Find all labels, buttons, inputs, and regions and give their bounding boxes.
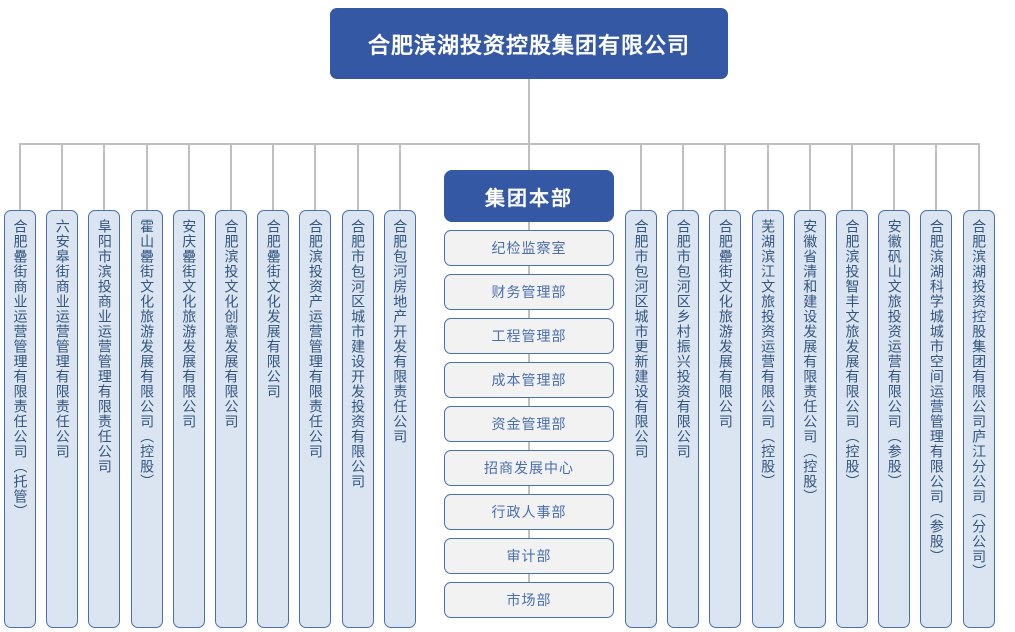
subsidiary-box[interactable]: 合肥罍街商业运营管理有限责任公司（托管）	[4, 210, 36, 628]
department-box[interactable]: 市场部	[444, 582, 614, 618]
department-box[interactable]: 财务管理部	[444, 274, 614, 310]
department-label: 财务管理部	[491, 284, 567, 300]
department-box[interactable]: 工程管理部	[444, 318, 614, 354]
subsidiary-drop-line	[314, 143, 317, 210]
subsidiary-box[interactable]: 安徽省清和建设发展有限责任公司（控股）	[793, 210, 826, 628]
subsidiary-drop-line	[724, 143, 727, 210]
subsidiary-label: 芜湖滨江文旅投资运营有限公司（控股）	[760, 219, 777, 489]
subsidiary-box[interactable]: 安徽矾山文旅投资运营有限公司（参股）	[878, 210, 911, 628]
subsidiary-box[interactable]: 合肥包河房地产开发有限责任公司	[383, 210, 416, 628]
subsidiary-label: 合肥滨投资产运营管理有限责任公司	[307, 219, 324, 459]
subsidiary-label: 安徽省清和建设发展有限责任公司（控股）	[802, 219, 819, 504]
subsidiary-label: 合肥滨投文化创意发展有限公司	[223, 219, 240, 429]
subsidiary-drop-line	[145, 143, 148, 210]
subsidiary-label: 霍山罍街文化旅游发展有限公司（控股）	[139, 219, 156, 489]
subsidiary-drop-line	[640, 143, 642, 210]
department-label: 资金管理部	[491, 416, 567, 432]
department-label: 市场部	[506, 592, 552, 608]
department-box[interactable]: 行政人事部	[444, 494, 614, 530]
subsidiary-label: 合肥市包河区乡村振兴投资有限公司	[675, 219, 692, 459]
subsidiary-label: 安庆罍街文化旅游发展有限公司	[181, 219, 198, 429]
subsidiary-label: 合肥罍街文化发展有限公司	[265, 219, 282, 399]
subsidiary-box[interactable]: 合肥罍街文化旅游发展有限公司	[709, 210, 742, 628]
subsidiary-drop-line	[977, 143, 980, 210]
subsidiary-box[interactable]: 合肥市包河区城市建设开发投资有限公司	[341, 210, 374, 628]
department-box[interactable]: 招商发展中心	[444, 450, 614, 486]
subsidiary-label: 合肥包河房地产开发有限责任公司	[392, 219, 409, 444]
subsidiary-drop-line	[935, 143, 938, 210]
department-label: 纪检监察室	[491, 240, 567, 256]
root-company-box[interactable]: 合肥滨湖投资控股集团有限公司	[330, 8, 728, 79]
subsidiary-box[interactable]: 霍山罍街文化旅游发展有限公司（控股）	[130, 210, 163, 628]
subsidiary-drop-line	[893, 143, 896, 210]
subsidiary-label: 合肥罍街文化旅游发展有限公司	[717, 219, 734, 429]
subsidiary-drop-line	[356, 143, 359, 210]
root-stem-line	[528, 79, 530, 143]
subsidiary-box[interactable]: 合肥滨湖科学城城市空间运营管理有限公司（参股）	[920, 210, 953, 628]
department-box[interactable]: 审计部	[444, 538, 614, 574]
subsidiary-box[interactable]: 合肥滨湖投资控股集团有限公司庐江分公司（分公司）	[962, 210, 995, 628]
subsidiary-drop-line	[272, 143, 275, 210]
horizontal-bus-line	[20, 143, 979, 145]
root-company-label: 合肥滨湖投资控股集团有限公司	[367, 32, 690, 58]
subsidiary-label: 合肥市包河区城市建设开发投资有限公司	[350, 219, 367, 489]
department-box[interactable]: 成本管理部	[444, 362, 614, 398]
department-label: 工程管理部	[491, 328, 567, 344]
subsidiary-box[interactable]: 安庆罍街文化旅游发展有限公司	[172, 210, 205, 628]
subsidiary-drop-line	[19, 143, 21, 210]
subsidiary-drop-line	[766, 143, 769, 210]
subsidiary-box[interactable]: 六安皋街商业运营管理有限责任公司	[46, 210, 79, 628]
subsidiary-box[interactable]: 合肥滨投资产运营管理有限责任公司	[299, 210, 332, 628]
department-label: 招商发展中心	[484, 460, 574, 476]
subsidiary-drop-line	[187, 143, 190, 210]
subsidiary-drop-line	[398, 143, 401, 210]
department-box[interactable]: 资金管理部	[444, 406, 614, 442]
subsidiary-label: 合肥滨投智丰文旅发展有限公司（控股）	[844, 219, 861, 489]
group-hq-header[interactable]: 集团本部	[444, 170, 614, 222]
group-hq-label: 集团本部	[485, 187, 573, 210]
subsidiary-box[interactable]: 芜湖滨江文旅投资运营有限公司（控股）	[751, 210, 784, 628]
subsidiary-label: 六安皋街商业运营管理有限责任公司	[54, 219, 71, 459]
department-list: 纪检监察室财务管理部工程管理部成本管理部资金管理部招商发展中心行政人事部审计部市…	[444, 222, 614, 618]
subsidiary-label: 合肥市包河区城市更新建设有限公司	[633, 219, 650, 459]
department-label: 行政人事部	[491, 504, 567, 520]
subsidiary-drop-line	[682, 143, 685, 210]
subsidiary-box[interactable]: 合肥市包河区城市更新建设有限公司	[625, 210, 657, 628]
subsidiary-label: 合肥滨湖投资控股集团有限公司庐江分公司（分公司）	[971, 219, 988, 579]
group-hq-drop-line	[528, 143, 530, 170]
subsidiary-label: 合肥滨湖科学城城市空间运营管理有限公司（参股）	[928, 219, 945, 564]
group-hq-column: 集团本部 纪检监察室财务管理部工程管理部成本管理部资金管理部招商发展中心行政人事…	[444, 170, 614, 626]
subsidiary-label: 安徽矾山文旅投资运营有限公司（参股）	[886, 219, 903, 489]
department-label: 成本管理部	[491, 372, 567, 388]
department-label: 审计部	[506, 548, 552, 564]
department-box[interactable]: 纪检监察室	[444, 230, 614, 266]
subsidiary-box[interactable]: 合肥市包河区乡村振兴投资有限公司	[667, 210, 700, 628]
subsidiary-drop-line	[61, 143, 64, 210]
subsidiary-box[interactable]: 阜阳市滨投商业运营管理有限责任公司	[88, 210, 121, 628]
subsidiary-box[interactable]: 合肥罍街文化发展有限公司	[257, 210, 290, 628]
subsidiary-drop-line	[103, 143, 106, 210]
subsidiary-label: 合肥罍街商业运营管理有限责任公司（托管）	[12, 219, 29, 519]
subsidiary-box[interactable]: 合肥滨投智丰文旅发展有限公司（控股）	[836, 210, 868, 628]
subsidiary-box[interactable]: 合肥滨投文化创意发展有限公司	[215, 210, 247, 628]
subsidiary-drop-line	[230, 143, 232, 210]
subsidiary-label: 阜阳市滨投商业运营管理有限责任公司	[96, 219, 113, 474]
subsidiary-drop-line	[851, 143, 853, 210]
subsidiary-drop-line	[808, 143, 811, 210]
